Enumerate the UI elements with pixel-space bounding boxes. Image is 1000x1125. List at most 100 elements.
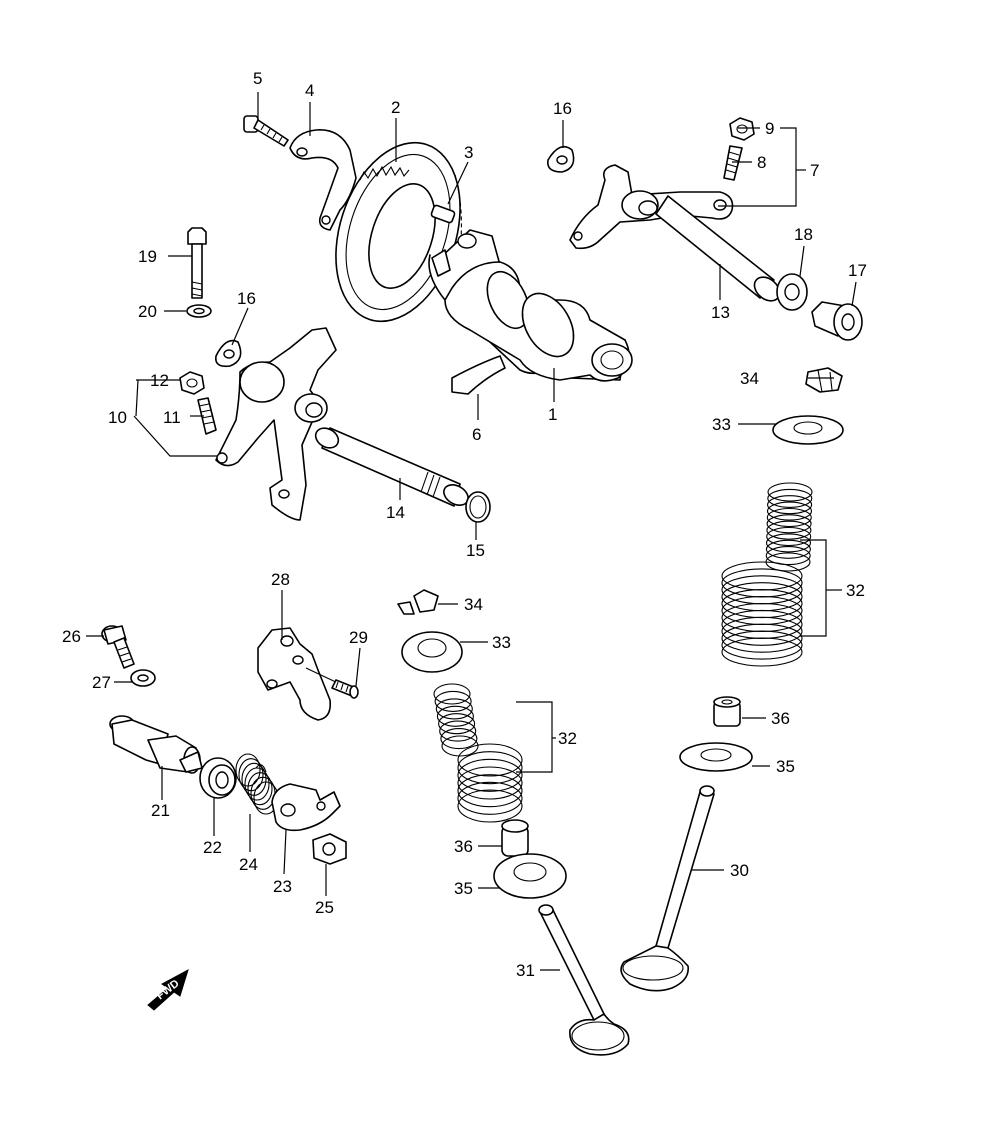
spring-seat-middle [493, 853, 567, 899]
callout-32-right: 32 [846, 581, 865, 600]
callout-34-middle: 34 [464, 595, 483, 614]
pivot-washer [130, 669, 156, 687]
spring-coil [457, 743, 523, 777]
callout-36-middle: 36 [454, 837, 473, 856]
bolt-washer [186, 304, 212, 318]
callout-8: 8 [757, 153, 766, 172]
callout-4: 4 [305, 81, 314, 100]
callout-26: 26 [62, 627, 81, 646]
rocker-arm-shaft-upper [655, 195, 781, 302]
spring-coil [435, 698, 473, 720]
spring-coil [434, 690, 472, 712]
callout-20: 20 [138, 302, 157, 321]
camshaft [428, 229, 633, 382]
valve-spring-set-middle [433, 683, 523, 823]
callout-9: 9 [765, 119, 774, 138]
callout-31: 31 [516, 961, 535, 980]
callout-17: 17 [848, 261, 867, 280]
spring-coil [439, 720, 477, 742]
callout-25: 25 [315, 898, 334, 917]
decomp-shaft [109, 715, 203, 774]
rocker-shaft-stopper-upper [546, 145, 575, 173]
valve-cotter-upper [805, 367, 843, 393]
callout-13: 13 [711, 303, 730, 322]
valve-spring-set-right [721, 482, 813, 667]
spring-coil [244, 767, 270, 801]
spring-coil [457, 781, 523, 815]
decomp-nut [312, 833, 347, 865]
callout-18: 18 [794, 225, 813, 244]
callout-19: 19 [138, 247, 157, 266]
spring-coil [457, 774, 523, 808]
callout-30: 30 [730, 861, 749, 880]
pivot-bolt [101, 625, 135, 669]
callout-29: 29 [349, 628, 368, 647]
spring-retainer-middle [401, 631, 463, 673]
adjusting-screw [723, 145, 743, 181]
callout-27: 27 [92, 673, 111, 692]
spring-coil [721, 637, 803, 667]
spring-coil [765, 533, 812, 553]
rocker-shaft-plug [811, 301, 863, 341]
spring-coil [765, 546, 811, 566]
spring-coil [436, 705, 474, 727]
callout-35-middle: 35 [454, 879, 473, 898]
callout-10: 10 [108, 408, 127, 427]
callout-22: 22 [203, 838, 222, 857]
valve-stem-seal-middle [501, 819, 529, 857]
callout-7: 7 [810, 161, 819, 180]
callout-5: 5 [253, 69, 262, 88]
callout-2: 2 [391, 98, 400, 117]
spring-coil [438, 713, 476, 735]
callout-28: 28 [271, 570, 290, 589]
spring-coil [766, 526, 812, 547]
spring-coil [721, 623, 803, 653]
spring-coil [721, 630, 803, 660]
long-bolt [187, 227, 207, 299]
spring-coil [767, 482, 813, 502]
sprocket-bolt [243, 115, 289, 147]
spring-coil [766, 501, 813, 521]
spring-coil [247, 772, 273, 806]
callout-16-upper: 16 [553, 99, 572, 118]
callout-24: 24 [239, 855, 258, 874]
callout-3: 3 [464, 143, 473, 162]
spring-coil [765, 539, 811, 559]
spring-coil [767, 488, 813, 508]
spring-coil [767, 495, 813, 515]
rocker-arm-shaft-lower [314, 427, 469, 507]
bracket-screw [305, 667, 359, 699]
spring-coil [766, 507, 812, 528]
fwd-arrow-icon: FWD [147, 968, 189, 1011]
chain-guide-plate [289, 129, 357, 231]
spring-coil [441, 735, 479, 757]
rocker-arm-lower [215, 327, 337, 521]
shaft-washer [776, 273, 808, 311]
decomp-bracket [257, 627, 332, 721]
spring-seat-right [679, 742, 753, 772]
valve-stem-seal-right [713, 696, 741, 727]
spring-coil [433, 683, 471, 705]
callout-34-upper: 34 [740, 369, 759, 388]
spring-coil [440, 728, 478, 750]
adjusting-nut [729, 117, 755, 141]
spring-coil [457, 789, 523, 823]
callout-23: 23 [273, 877, 292, 896]
callout-1: 1 [548, 405, 557, 424]
callout-15: 15 [466, 541, 485, 560]
o-ring [465, 491, 491, 523]
callout-21: 21 [151, 801, 170, 820]
valve-cotter-middle [397, 589, 439, 615]
camshaft-sprocket [335, 141, 462, 323]
dowel-pin [430, 204, 456, 224]
decomp-lever [271, 783, 341, 832]
decomp-oil-seal [199, 757, 237, 799]
spring-coil [766, 520, 812, 540]
spring-retainer-upper [772, 415, 844, 445]
spring-coil [766, 514, 812, 534]
leader-lines [86, 92, 857, 971]
callout-16-lower: 16 [237, 289, 256, 308]
callout-33-middle: 33 [492, 633, 511, 652]
camshaft-retainer-clip [451, 355, 506, 395]
